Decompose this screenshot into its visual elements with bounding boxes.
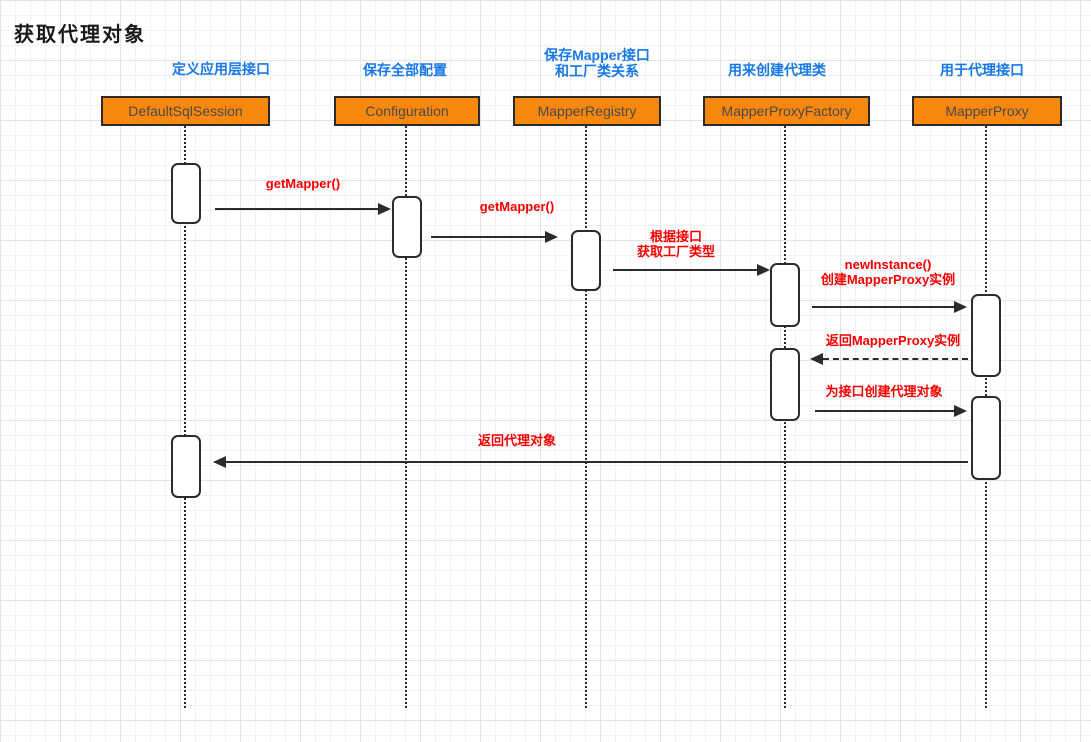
arrowhead-right-icon <box>954 301 967 313</box>
lifeline-mapperregistry <box>585 126 587 708</box>
lifeline-defaultsqlsession <box>184 126 186 708</box>
message-label-return-mapperproxy: 返回MapperProxy实例 <box>825 333 961 348</box>
message-label-get-factory: 根据接口 获取工厂类型 <box>637 229 715 259</box>
message-label-getmapper-2: getMapper() <box>479 199 555 214</box>
note-configuration: 保存全部配置 <box>363 62 447 78</box>
message-label-return-proxy: 返回代理对象 <box>477 433 557 448</box>
message-line-return-proxy <box>226 461 968 463</box>
participant-mapperregistry: MapperRegistry <box>513 96 661 126</box>
activation-mapperproxyfactory-2 <box>770 348 800 421</box>
activation-mapperregistry-1 <box>571 230 601 291</box>
note-defaultsqlsession: 定义应用层接口 <box>172 61 270 77</box>
note-mapperregistry: 保存Mapper接口 和工厂类关系 <box>544 47 650 79</box>
activation-mapperproxy-1 <box>971 294 1001 377</box>
arrowhead-right-icon <box>378 203 391 215</box>
message-line-getmapper-1 <box>215 208 378 210</box>
participant-configuration: Configuration <box>334 96 480 126</box>
note-mapperproxyfactory: 用来创建代理类 <box>728 62 826 78</box>
message-label-getmapper-1: getMapper() <box>265 176 341 191</box>
message-line-newinstance <box>812 306 954 308</box>
message-line-getmapper-2 <box>431 236 545 238</box>
participant-mapperproxyfactory: MapperProxyFactory <box>703 96 870 126</box>
arrowhead-left-icon <box>213 456 226 468</box>
activation-mapperproxyfactory-1 <box>770 263 800 327</box>
message-line-create-proxy <box>815 410 954 412</box>
arrowhead-right-icon <box>954 405 967 417</box>
diagram-title: 获取代理对象 <box>14 24 146 46</box>
participant-mapperproxy: MapperProxy <box>912 96 1062 126</box>
message-label-get-factory-line1: 根据接口 <box>649 229 703 244</box>
note-mapperproxy: 用于代理接口 <box>940 62 1024 78</box>
message-label-get-factory-line2: 获取工厂类型 <box>636 244 716 259</box>
note-mapperregistry-line2: 和工厂类关系 <box>554 63 639 79</box>
message-label-newinstance-line2: 创建MapperProxy实例 <box>820 272 956 287</box>
participant-defaultsqlsession: DefaultSqlSession <box>101 96 270 126</box>
message-label-newinstance-line1: newInstance() <box>844 257 932 272</box>
activation-mapperproxy-2 <box>971 396 1001 480</box>
activation-defaultsqlsession-2 <box>171 435 201 498</box>
activation-configuration-1 <box>392 196 422 258</box>
arrowhead-right-icon <box>757 264 770 276</box>
activation-defaultsqlsession-1 <box>171 163 201 224</box>
note-mapperregistry-line1: 保存Mapper接口 <box>544 47 650 63</box>
arrowhead-left-icon <box>810 353 823 365</box>
lifeline-configuration <box>405 126 407 708</box>
message-label-create-proxy: 为接口创建代理对象 <box>825 384 943 399</box>
message-label-newinstance: newInstance() 创建MapperProxy实例 <box>821 257 955 287</box>
arrowhead-right-icon <box>545 231 558 243</box>
message-line-get-factory <box>613 269 757 271</box>
message-line-return-mapperproxy <box>823 358 968 360</box>
